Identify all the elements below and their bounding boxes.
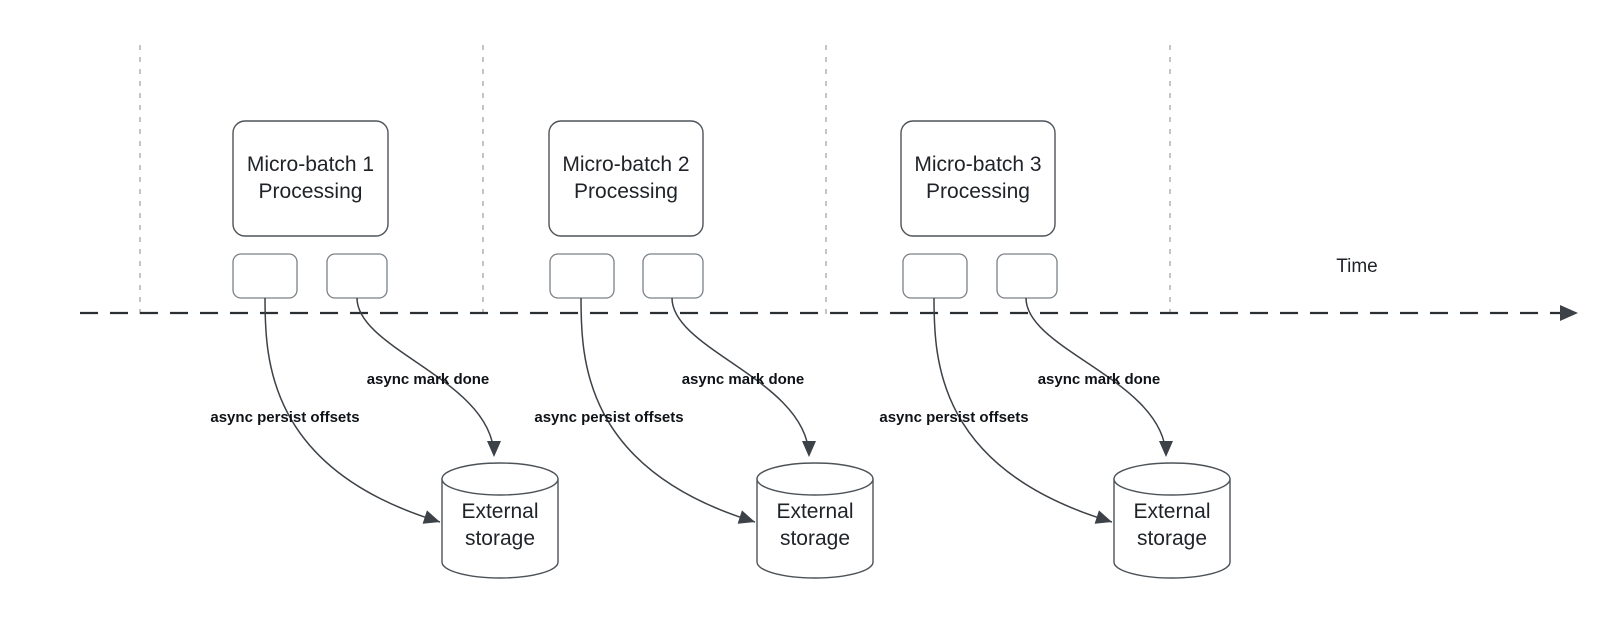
micro-batch-1-box[interactable] [232,120,389,237]
micro-batch-1-persist-offsets-task[interactable] [232,253,298,299]
micro-batch-2-label-line1: Micro-batch 2 [562,153,689,176]
async-persist-offsets-3-arrow-head-icon [1094,510,1112,524]
time-axis-label: Time [1336,256,1378,277]
async-persist-offsets-1-path [264,297,441,523]
micro-batch-2-box[interactable] [548,120,704,237]
async-mark-done-2-arrow-head-icon [802,441,816,457]
async-mark-done-2-path [671,297,810,456]
micro-batch-2-storage-label-line1: External [776,500,853,523]
micro-batch-2-external-storage-cylinder-body[interactable] [756,478,874,579]
micro-batch-3-storage-label-line2: storage [1137,527,1207,550]
async-persist-offsets-1-label: async persist offsets [210,409,359,426]
micro-batch-1-label-line2: Processing [259,180,363,203]
micro-batch-2-mark-done-task[interactable] [642,253,704,299]
micro-batch-1-label-line1: Micro-batch 1 [247,153,374,176]
micro-batch-1-external-storage-cylinder-top [441,462,559,496]
async-mark-done-2-label: async mark done [682,371,805,388]
async-persist-offsets-1-arrow-head-icon [422,510,440,524]
micro-batch-2-label-line2: Processing [574,180,678,203]
async-mark-done-3-path [1025,297,1167,456]
micro-batch-1-external-storage-cylinder-body[interactable] [441,478,559,579]
micro-batch-3-label-line1: Micro-batch 3 [914,153,1041,176]
micro-batch-1-storage-label-line2: storage [465,527,535,550]
micro-batch-3-label-line2: Processing [926,180,1030,203]
timeline-axis: Time [80,256,1578,321]
async-persist-offsets-3-path [933,297,1113,523]
micro-batch-3-external-storage-cylinder-body[interactable] [1113,478,1231,579]
micro-batch-3-storage-label-line1: External [1133,500,1210,523]
micro-batch-2-storage-label-line2: storage [780,527,850,550]
micro-batch-3-persist-offsets-task[interactable] [902,253,968,299]
guide-lines-group [139,45,1171,318]
micro-batch-3-box[interactable] [900,120,1056,237]
async-persist-offsets-2-label: async persist offsets [534,409,683,426]
async-persist-offsets-2-arrow-head-icon [737,510,755,524]
async-mark-done-3-label: async mark done [1038,371,1161,388]
async-mark-done-1-arrow-head-icon [487,441,501,457]
micro-batch-2-external-storage-cylinder-top [756,462,874,496]
micro-batch-2-persist-offsets-task[interactable] [549,253,615,299]
micro-batch-3-mark-done-task[interactable] [996,253,1058,299]
timeline-arrow-head-icon [1560,305,1578,321]
async-persist-offsets-3-label: async persist offsets [879,409,1028,426]
micro-batch-1-mark-done-task[interactable] [326,253,388,299]
async-mark-done-3-arrow-head-icon [1159,441,1173,457]
micro-batch-3-external-storage-cylinder-top [1113,462,1231,496]
micro-batch-1-storage-label-line1: External [461,500,538,523]
async-persist-offsets-2-path [580,297,756,523]
async-mark-done-1-label: async mark done [367,371,490,388]
async-mark-done-1-path [356,297,495,456]
